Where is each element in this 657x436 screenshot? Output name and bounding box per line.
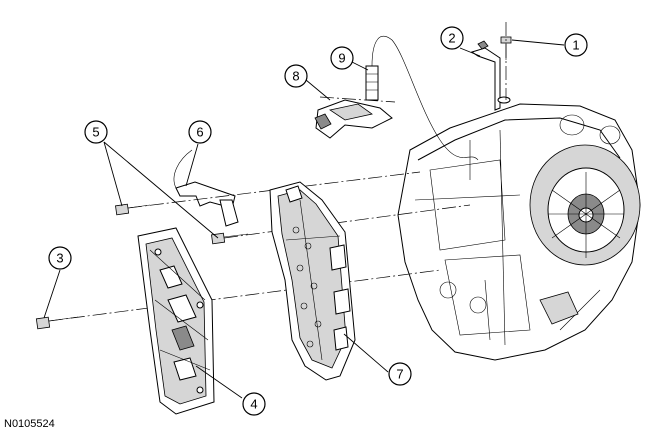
callout-6: 6 <box>188 120 212 144</box>
valve-body <box>269 181 356 381</box>
callout-7: 7 <box>388 362 412 386</box>
transaxle-housing <box>397 103 641 361</box>
callout-8-label: 8 <box>292 69 299 84</box>
callout-2: 2 <box>440 26 464 50</box>
callout-8: 8 <box>284 64 308 88</box>
leader-3 <box>43 269 61 319</box>
callout-3-label: 3 <box>56 251 63 266</box>
bracket <box>470 40 511 111</box>
bolt-5a <box>115 203 151 216</box>
leader-9 <box>351 61 369 71</box>
callout-3: 3 <box>48 246 72 270</box>
leader-2 <box>459 47 481 57</box>
callout-5-label: 5 <box>92 125 99 140</box>
callout-7-label: 7 <box>396 367 403 382</box>
callout-1-label: 1 <box>572 38 579 53</box>
harness-clip <box>173 149 239 227</box>
sensor-axis <box>319 96 396 103</box>
leader-8 <box>305 79 331 101</box>
leader-5b <box>103 141 219 239</box>
axis-bolt-3 <box>48 269 441 322</box>
leader-6 <box>185 143 199 187</box>
callout-9: 9 <box>330 46 354 70</box>
axis-bolt-5b <box>223 204 471 239</box>
main-control-cover <box>137 227 215 415</box>
bolt-5b <box>211 232 249 245</box>
callout-2-label: 2 <box>448 31 455 46</box>
sensor-cable <box>371 35 479 161</box>
bolt-3 <box>35 316 79 330</box>
leader-5a <box>103 141 123 207</box>
leader-4 <box>195 365 243 399</box>
sensor-assembly <box>314 99 393 139</box>
leader-1 <box>511 39 565 46</box>
callout-1: 1 <box>564 33 588 57</box>
sensor-connector <box>365 65 379 101</box>
axis-bolt-5a <box>127 171 421 209</box>
callout-4: 4 <box>242 392 266 416</box>
figure-id: N0105524 <box>4 418 55 430</box>
callout-4-label: 4 <box>250 397 257 412</box>
callout-9-label: 9 <box>338 51 345 66</box>
leader-7 <box>343 333 389 373</box>
callout-6-label: 6 <box>196 125 203 140</box>
callout-5: 5 <box>84 120 108 144</box>
